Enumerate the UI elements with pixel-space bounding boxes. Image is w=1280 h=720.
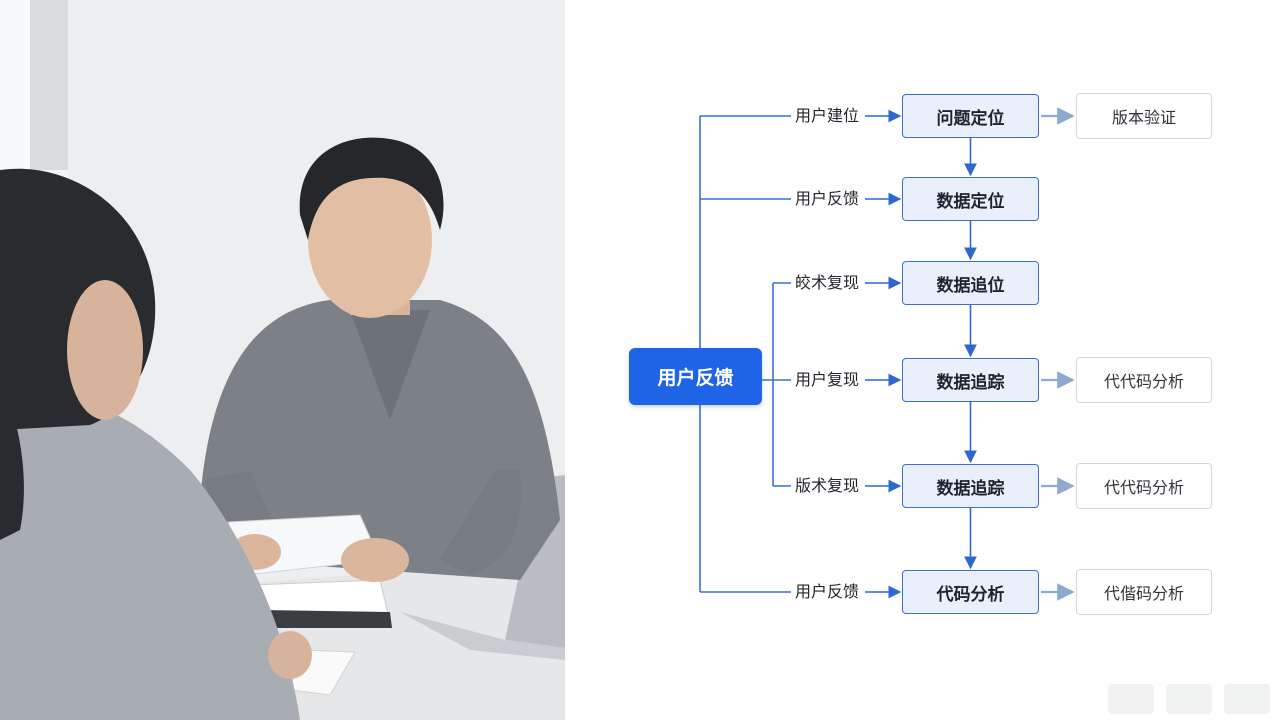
output-node-label: 代代码分析 bbox=[1104, 474, 1184, 498]
step-node-4: 数据追踪 bbox=[902, 358, 1039, 402]
edge-label-1: 用户建位 bbox=[793, 104, 861, 128]
output-node-1: 版本验证 bbox=[1076, 93, 1212, 139]
root-node: 用户反馈 bbox=[629, 348, 762, 405]
edge-label-5: 版术复现 bbox=[793, 474, 861, 498]
step-node-3: 数据追位 bbox=[902, 261, 1039, 305]
step-node-label: 问题定位 bbox=[937, 104, 1005, 129]
output-node-5: 代代码分析 bbox=[1076, 463, 1212, 509]
watermark-mark bbox=[1108, 684, 1154, 714]
watermark bbox=[1108, 684, 1270, 714]
office-meeting-illustration bbox=[0, 0, 565, 720]
step-node-label: 数据追踪 bbox=[937, 474, 1005, 499]
step-node-6: 代码分析 bbox=[902, 570, 1039, 614]
output-node-label: 代代码分析 bbox=[1104, 368, 1184, 392]
edge-label-4: 用户复现 bbox=[793, 368, 861, 392]
step-node-1: 问题定位 bbox=[902, 94, 1039, 138]
output-node-6: 代偕码分析 bbox=[1076, 569, 1212, 615]
step-node-label: 数据追踪 bbox=[937, 368, 1005, 393]
watermark-mark bbox=[1166, 684, 1212, 714]
step-node-label: 数据定位 bbox=[937, 187, 1005, 212]
step-node-label: 数据追位 bbox=[937, 271, 1005, 296]
edge-label-6: 用户反馈 bbox=[793, 580, 861, 604]
flow-diagram: 用户反馈 用户建位问题定位版本验证用户反馈数据定位皎术复现数据追位用户复现数据追… bbox=[565, 0, 1280, 720]
output-node-label: 代偕码分析 bbox=[1104, 580, 1184, 604]
root-node-label: 用户反馈 bbox=[657, 363, 733, 390]
output-node-4: 代代码分析 bbox=[1076, 357, 1212, 403]
edge-label-2: 用户反馈 bbox=[793, 187, 861, 211]
step-node-label: 代码分析 bbox=[937, 580, 1005, 605]
watermark-mark bbox=[1224, 684, 1270, 714]
edge-label-3: 皎术复现 bbox=[793, 271, 861, 295]
step-node-2: 数据定位 bbox=[902, 177, 1039, 221]
output-node-label: 版本验证 bbox=[1112, 104, 1176, 128]
office-meeting-photo bbox=[0, 0, 565, 720]
step-node-5: 数据追踪 bbox=[902, 464, 1039, 508]
